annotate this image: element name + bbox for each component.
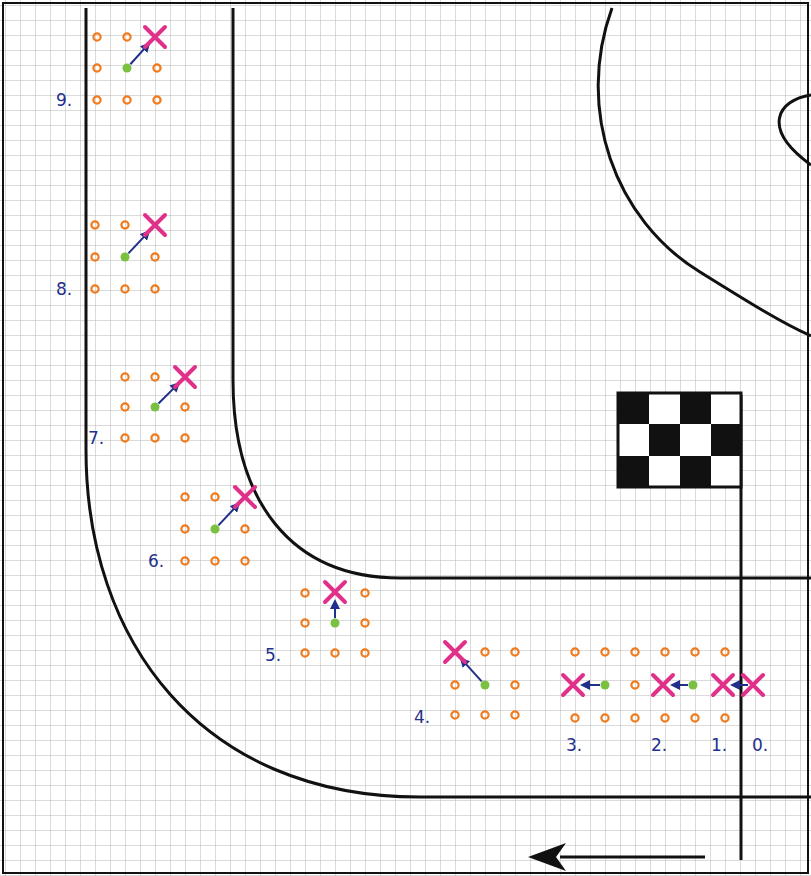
candidate-point	[181, 434, 188, 441]
candidate-point	[511, 711, 518, 718]
candidate-point	[151, 253, 158, 260]
step-number: 2.	[651, 737, 667, 754]
candidate-point	[631, 681, 638, 688]
step-number: 8.	[56, 281, 72, 298]
candidate-point	[211, 557, 218, 564]
candidate-point	[153, 96, 160, 103]
candidate-point	[181, 557, 188, 564]
candidate-point	[93, 33, 100, 40]
current-position	[689, 681, 698, 690]
candidate-point	[211, 493, 218, 500]
candidate-point	[121, 373, 128, 380]
move-cross	[743, 675, 763, 695]
candidate-point	[121, 403, 128, 410]
candidate-point	[241, 525, 248, 532]
move-cross	[145, 215, 165, 235]
candidate-point	[691, 648, 698, 655]
move-cross	[653, 675, 673, 695]
candidate-point	[511, 648, 518, 655]
candidate-point	[151, 434, 158, 441]
candidate-point	[181, 403, 188, 410]
candidate-point	[181, 525, 188, 532]
candidate-point	[123, 96, 130, 103]
candidate-point	[121, 285, 128, 292]
move-cross	[325, 582, 345, 602]
candidate-point	[301, 649, 308, 656]
velocity-arrow	[334, 601, 336, 618]
candidate-point	[91, 285, 98, 292]
move-cross	[713, 675, 733, 695]
candidate-point	[91, 253, 98, 260]
step-number: 0.	[752, 737, 768, 754]
move-cross	[145, 27, 165, 47]
current-position	[481, 681, 490, 690]
candidate-point	[91, 221, 98, 228]
move-cross	[175, 367, 195, 387]
candidate-point	[451, 681, 458, 688]
step-number: 3.	[566, 737, 582, 754]
candidate-point	[121, 434, 128, 441]
candidate-point	[571, 714, 578, 721]
candidate-point	[601, 714, 608, 721]
candidate-point	[93, 64, 100, 71]
candidate-point	[361, 589, 368, 596]
track-island-edge	[779, 95, 811, 165]
candidate-point	[571, 648, 578, 655]
candidate-point	[93, 96, 100, 103]
move-cross	[563, 675, 583, 695]
sheet-border	[3, 3, 808, 873]
candidate-point	[361, 619, 368, 626]
candidate-point	[721, 714, 728, 721]
current-position	[123, 64, 132, 73]
candidate-point	[151, 373, 158, 380]
candidate-point	[661, 648, 668, 655]
candidate-point	[451, 711, 458, 718]
candidate-point	[691, 714, 698, 721]
current-position	[121, 253, 130, 262]
candidate-point	[121, 221, 128, 228]
track-inner-edge	[233, 8, 811, 578]
candidate-point	[631, 714, 638, 721]
candidate-point	[153, 64, 160, 71]
velocity-arrow	[672, 684, 688, 686]
step-number: 7.	[88, 430, 104, 447]
checkered-flag	[618, 393, 741, 487]
candidate-point	[661, 714, 668, 721]
candidate-point	[511, 681, 518, 688]
candidate-point	[481, 648, 488, 655]
step-number: 6.	[148, 553, 164, 570]
candidate-point	[601, 648, 608, 655]
direction-arrow	[528, 843, 705, 871]
move-cross	[235, 487, 255, 507]
candidate-point	[301, 589, 308, 596]
moves-layer	[91, 27, 763, 722]
candidate-point	[631, 648, 638, 655]
current-position	[331, 619, 340, 628]
candidate-point	[331, 649, 338, 656]
track-edge-curve	[598, 8, 811, 336]
candidate-point	[301, 619, 308, 626]
current-position	[601, 681, 610, 690]
track-outer-edge	[86, 8, 811, 797]
current-position	[151, 403, 160, 412]
candidate-point	[123, 33, 130, 40]
candidate-point	[361, 649, 368, 656]
velocity-arrow	[732, 684, 748, 686]
step-number: 5.	[265, 647, 281, 664]
candidate-point	[721, 648, 728, 655]
candidate-point	[181, 493, 188, 500]
velocity-arrow	[582, 684, 600, 686]
step-number: 9.	[56, 92, 72, 109]
step-number: 1.	[711, 737, 727, 754]
candidate-point	[151, 285, 158, 292]
move-cross	[445, 642, 465, 662]
candidate-point	[241, 557, 248, 564]
candidate-point	[481, 711, 488, 718]
current-position	[211, 525, 220, 534]
step-number: 4.	[414, 709, 430, 726]
